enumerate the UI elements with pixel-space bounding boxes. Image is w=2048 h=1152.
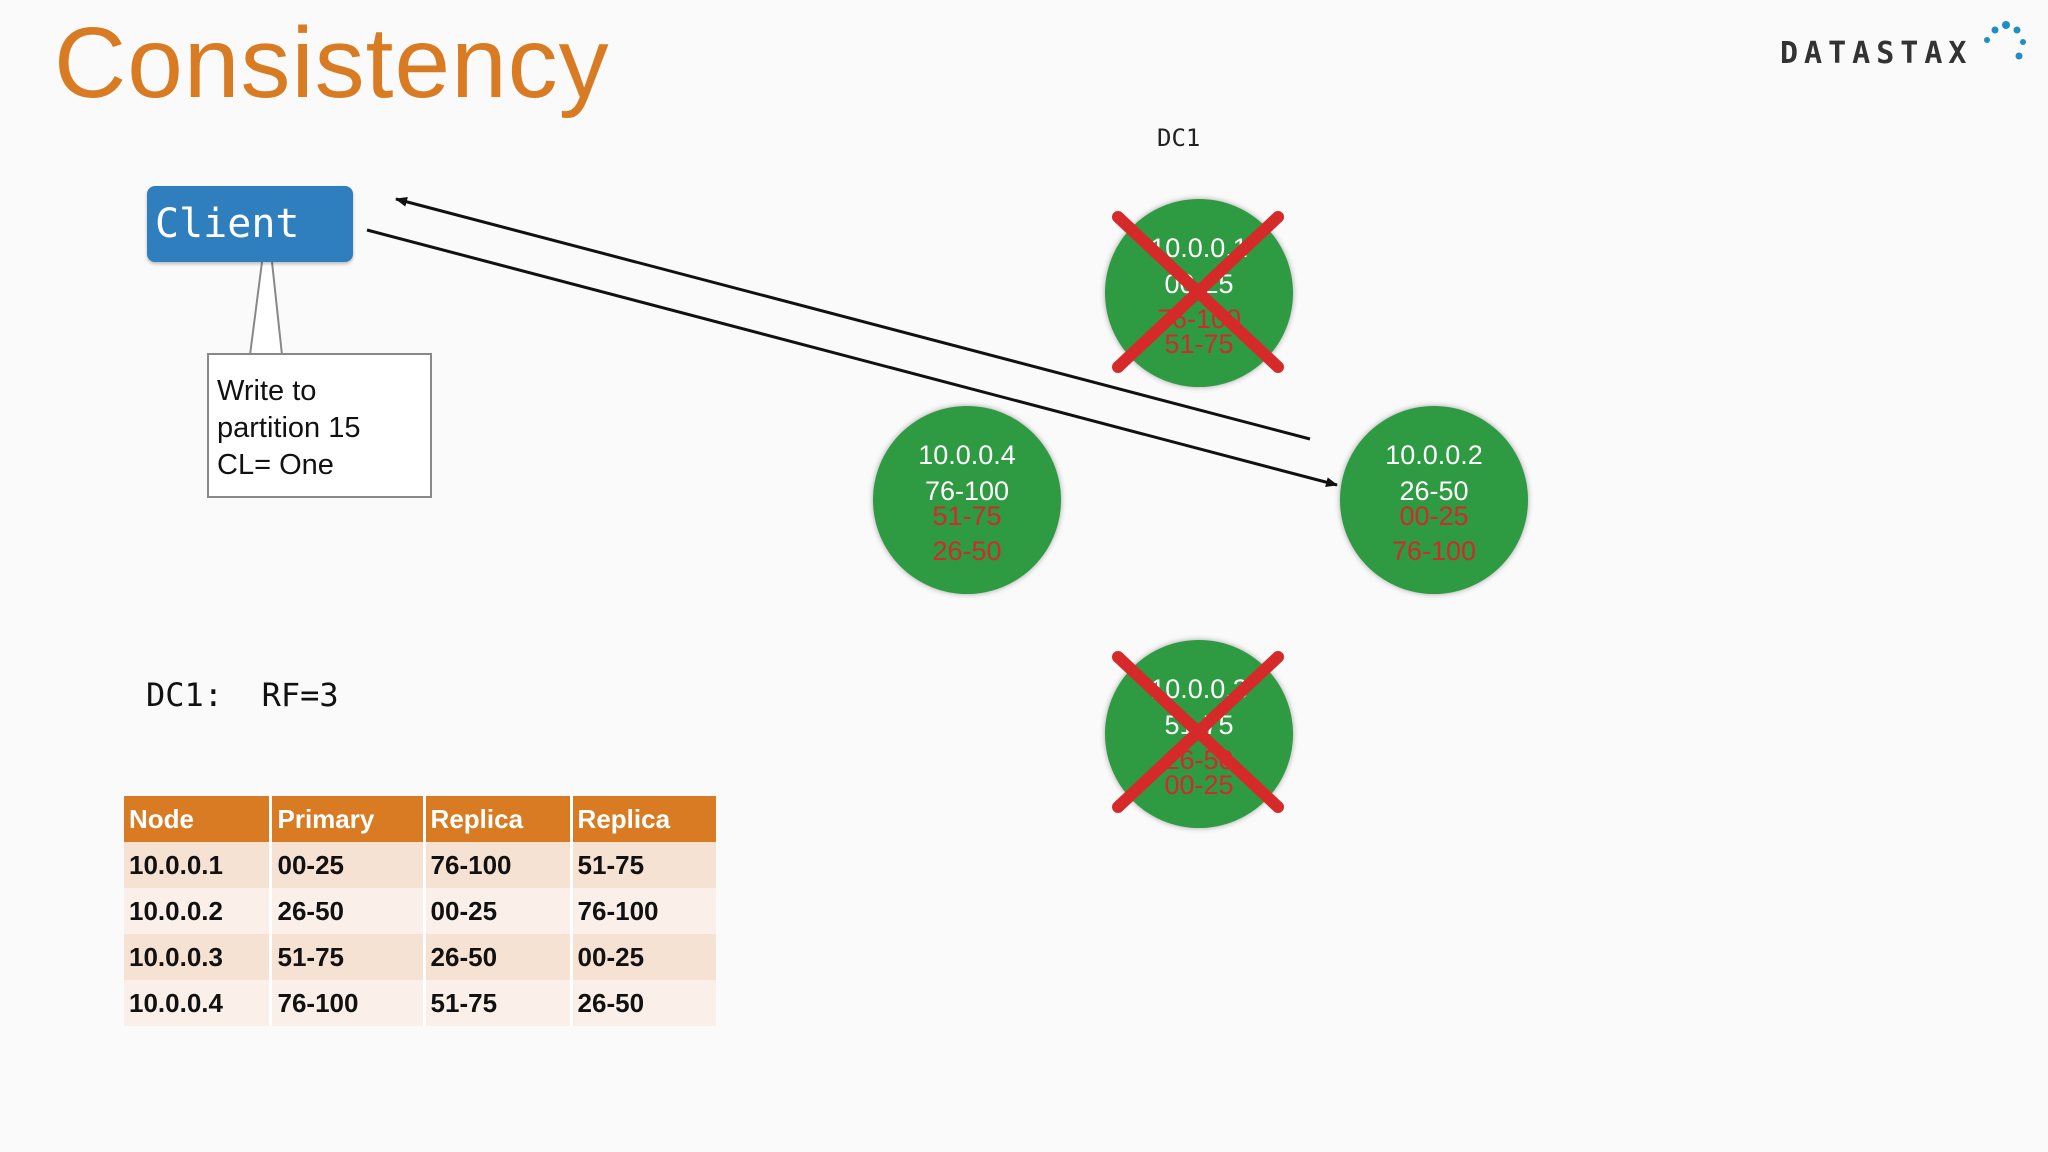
node-primary-range: 00-25 bbox=[1164, 269, 1234, 299]
table-cell: 00-25 bbox=[422, 888, 572, 934]
column-header: Replica bbox=[569, 796, 716, 842]
table-cell: 51-75 bbox=[569, 842, 716, 888]
callout-box: Write to partition 15 CL= One bbox=[207, 353, 432, 498]
node-replica-range: 51-75 bbox=[932, 501, 1002, 531]
table-cell: 51-75 bbox=[422, 980, 572, 1026]
table-cell: 26-50 bbox=[422, 934, 572, 980]
node-10-0-0-2: 10.0.0.2 26-50 00-25 76-100 bbox=[1340, 406, 1528, 594]
node-replica-range: 26-50 bbox=[932, 536, 1002, 566]
column-header: Node bbox=[124, 796, 271, 842]
node-primary-range: 76-100 bbox=[924, 476, 1010, 506]
datastax-logo: DATASTAX bbox=[1780, 18, 2035, 78]
table-row: 10.0.0.4 76-100 51-75 26-50 bbox=[124, 980, 716, 1026]
table-row: 10.0.0.2 26-50 00-25 76-100 bbox=[124, 888, 716, 934]
dc-label: DC1 bbox=[1157, 124, 1201, 152]
replication-factor-label: DC1: RF=3 bbox=[146, 676, 339, 714]
table-row: 10.0.0.3 51-75 26-50 00-25 bbox=[124, 934, 716, 980]
node-10-0-0-1: 10.0.0.1 00-25 76-100 51-75 bbox=[1105, 199, 1293, 387]
node-ip: 10.0.0.1 bbox=[1150, 233, 1248, 263]
node-10-0-0-3: 10.0.0.3 51-75 26-50 00-25 bbox=[1105, 640, 1293, 828]
table-cell: 10.0.0.1 bbox=[124, 842, 271, 888]
column-header: Replica bbox=[422, 796, 572, 842]
logo-text: DATASTAX bbox=[1780, 36, 1973, 71]
node-ip: 10.0.0.3 bbox=[1150, 674, 1248, 704]
column-header: Primary bbox=[269, 796, 425, 842]
callout-line: Write to bbox=[217, 375, 317, 407]
node-primary-range: 26-50 bbox=[1399, 476, 1469, 506]
page-title: Consistency bbox=[54, 7, 610, 119]
node-replica-range: 00-25 bbox=[1164, 770, 1234, 800]
table-cell: 10.0.0.2 bbox=[124, 888, 271, 934]
table-cell: 76-100 bbox=[569, 888, 716, 934]
node-ip: 10.0.0.2 bbox=[1385, 440, 1483, 470]
table-cell: 00-25 bbox=[569, 934, 716, 980]
table-cell: 00-25 bbox=[269, 842, 425, 888]
node-primary-range: 51-75 bbox=[1164, 710, 1234, 740]
request-arrow bbox=[366, 228, 1338, 488]
table-cell: 26-50 bbox=[569, 980, 716, 1026]
table-cell: 51-75 bbox=[269, 934, 425, 980]
callout-line: partition 15 bbox=[217, 412, 361, 444]
token-range-table: Node Primary Replica Replica 10.0.0.1 00… bbox=[124, 796, 716, 1026]
node-ip: 10.0.0.4 bbox=[918, 440, 1016, 470]
callout-line: CL= One bbox=[217, 449, 334, 481]
table-cell: 76-100 bbox=[422, 842, 572, 888]
logo-dots-icon bbox=[1984, 21, 2026, 60]
table-cell: 10.0.0.4 bbox=[124, 980, 271, 1026]
table-cell: 76-100 bbox=[269, 980, 425, 1026]
table-header-row: Node Primary Replica Replica bbox=[124, 796, 716, 842]
node-10-0-0-4: 10.0.0.4 76-100 51-75 26-50 bbox=[873, 406, 1061, 594]
node-replica-range: 51-75 bbox=[1164, 329, 1234, 359]
node-replica-range: 00-25 bbox=[1399, 501, 1469, 531]
table-row: 10.0.0.1 00-25 76-100 51-75 bbox=[124, 842, 716, 888]
response-arrow bbox=[395, 196, 1311, 441]
table-cell: 10.0.0.3 bbox=[124, 934, 271, 980]
node-replica-range: 76-100 bbox=[1391, 536, 1477, 566]
client-box: Client bbox=[147, 186, 353, 262]
table-cell: 26-50 bbox=[269, 888, 425, 934]
callout-pointer bbox=[248, 261, 284, 356]
